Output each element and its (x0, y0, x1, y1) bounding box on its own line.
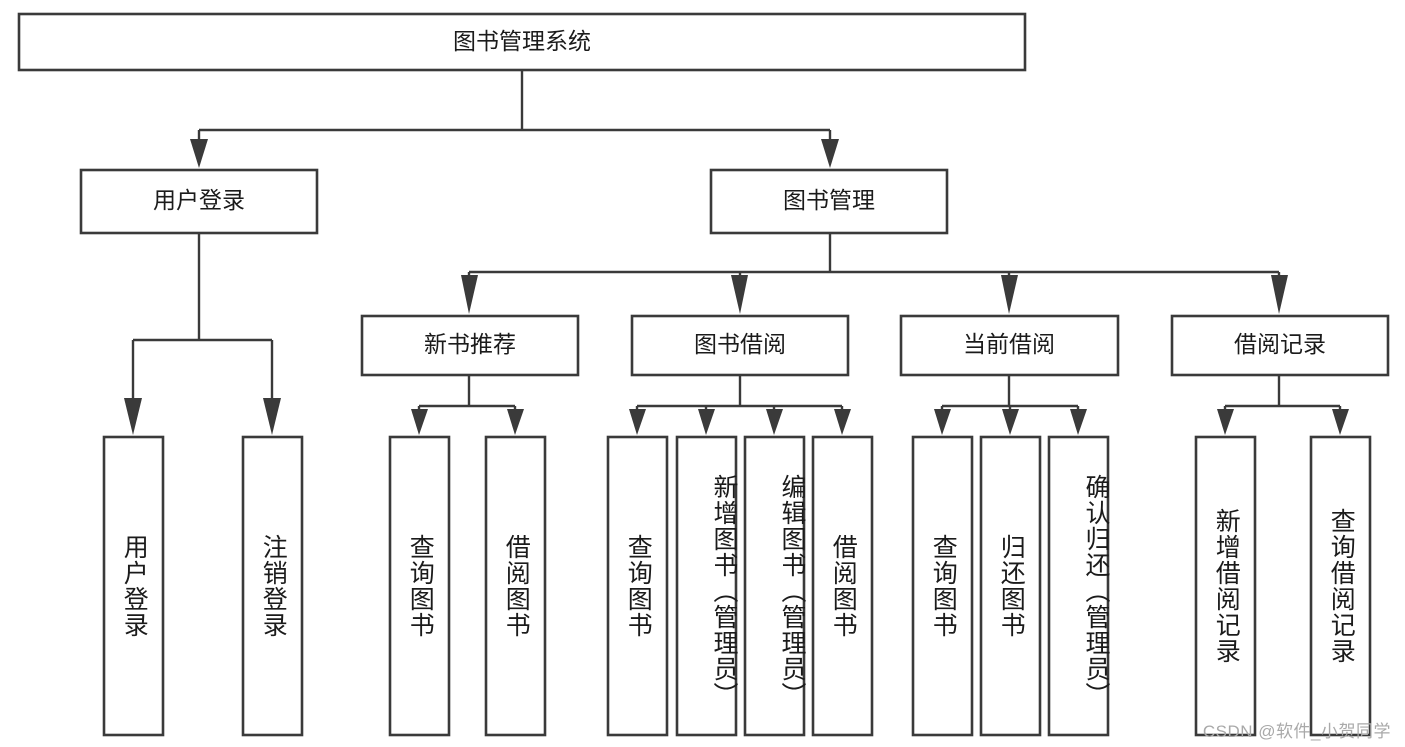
leaf-logout-box[interactable] (241, 435, 304, 737)
node-borrow-record-box[interactable] (1170, 314, 1390, 377)
node-new-book-rec-label: 新书推荐 (424, 331, 516, 357)
arrowhead-leaf-borrow-book-rec (507, 409, 524, 435)
arrowhead-leaf-add-book (698, 409, 715, 435)
arrowhead-borrow-record (1271, 275, 1288, 314)
arrowhead-book-borrow (731, 275, 748, 314)
node-current-borrow-label: 当前借阅 (963, 331, 1055, 357)
node-user-login[interactable]: 用户登录 (79, 168, 319, 235)
leaf-boxes (102, 435, 1372, 737)
arrowhead-leaf-query-record (1332, 409, 1349, 435)
arrowhead-leaf-query-book-rec (411, 409, 428, 435)
arrowhead-user-login (190, 139, 208, 168)
arrowhead-leaf-query-book-cur (934, 409, 951, 435)
arrowhead-leaf-return-book (1002, 409, 1019, 435)
connector-group-current-borrow (934, 375, 1087, 435)
connector-group-user-login (124, 233, 281, 435)
arrowhead-leaf-user-login (124, 398, 142, 435)
leaf-edit-book-box[interactable] (743, 435, 806, 737)
leaf-borrow-book-rec-box[interactable] (484, 435, 547, 737)
leaf-confirm-return-box[interactable] (1047, 435, 1110, 737)
node-book-borrow-label: 图书借阅 (694, 331, 786, 357)
node-root-box[interactable] (17, 12, 1027, 72)
connector-group-root (190, 70, 839, 168)
node-root-label: 图书管理系统 (453, 28, 591, 54)
arrowhead-leaf-confirm-return (1070, 409, 1087, 435)
node-borrow-record-label: 借阅记录 (1234, 331, 1326, 357)
leaf-add-book-box[interactable] (675, 435, 738, 737)
node-book-manage-label: 图书管理 (783, 187, 875, 213)
leaf-query-book-rec-box[interactable] (388, 435, 451, 737)
arrowhead-leaf-borrow-book (834, 409, 851, 435)
node-book-borrow-box[interactable] (630, 314, 850, 377)
arrowhead-current-borrow (1001, 275, 1018, 314)
node-user-login-label: 用户登录 (153, 187, 245, 213)
connector-group-book-borrow (629, 375, 851, 435)
connector-group-book-manage (461, 233, 1288, 314)
leaf-add-record-box[interactable] (1194, 435, 1257, 737)
leaf-user-login-box[interactable] (102, 435, 165, 737)
node-root[interactable]: 图书管理系统 (17, 12, 1027, 72)
leaf-query-record-box[interactable] (1309, 435, 1372, 737)
leaf-borrow-book-box[interactable] (811, 435, 874, 737)
node-book-manage-box[interactable] (709, 168, 949, 235)
connector-group-borrow-record (1217, 375, 1349, 435)
node-user-login-box[interactable] (79, 168, 319, 235)
node-current-borrow[interactable]: 当前借阅 (899, 314, 1120, 377)
arrowhead-leaf-logout (263, 398, 281, 435)
node-current-borrow-box[interactable] (899, 314, 1120, 377)
leaf-return-book-box[interactable] (979, 435, 1042, 737)
node-book-borrow[interactable]: 图书借阅 (630, 314, 850, 377)
connector-group-new-book-rec (411, 375, 524, 435)
leaf-query-book-borrow-box[interactable] (606, 435, 669, 737)
arrowhead-leaf-add-record (1217, 409, 1234, 435)
node-new-book-rec-box[interactable] (360, 314, 580, 377)
arrowhead-leaf-query-book-borrow (629, 409, 646, 435)
csdn-watermark: CSDN @软件_小贺同学 (1202, 722, 1391, 741)
leaf-query-book-cur-box[interactable] (911, 435, 974, 737)
arrowhead-leaf-edit-book (766, 409, 783, 435)
node-new-book-rec[interactable]: 新书推荐 (360, 314, 580, 377)
arrowhead-book-manage (821, 139, 839, 168)
node-borrow-record[interactable]: 借阅记录 (1170, 314, 1390, 377)
arrowhead-new-book-rec (461, 275, 478, 314)
node-book-manage[interactable]: 图书管理 (709, 168, 949, 235)
